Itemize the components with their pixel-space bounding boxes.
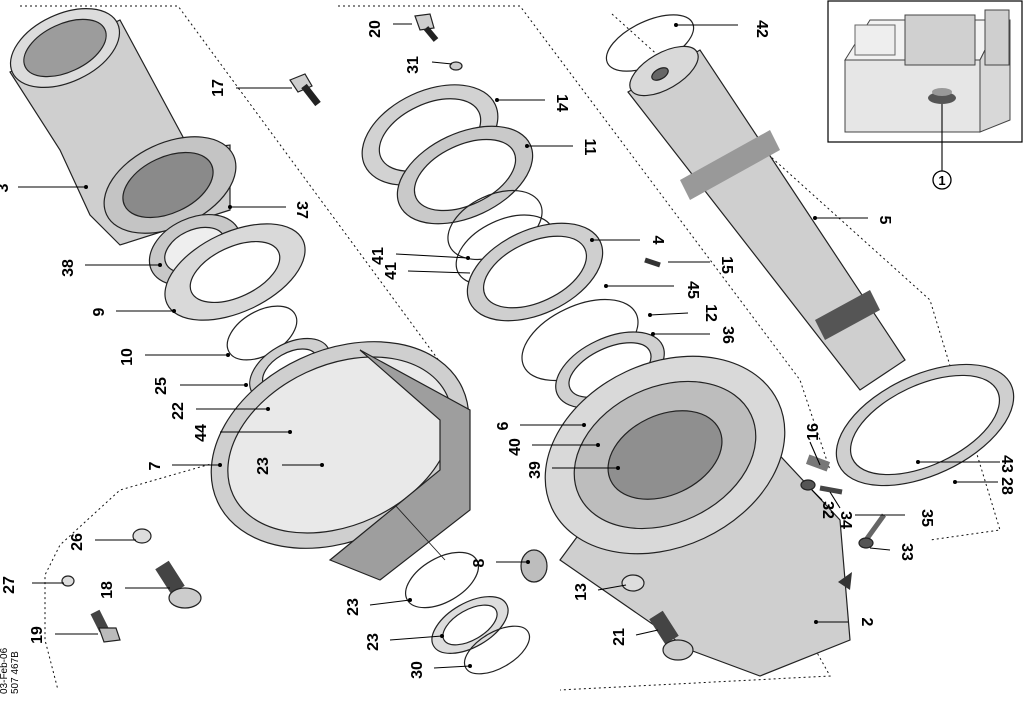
label-25: 25 xyxy=(153,377,170,395)
small-hardware xyxy=(61,454,887,675)
label-23-b: 23 xyxy=(345,598,362,616)
label-41-b: 41 xyxy=(383,262,400,280)
leader-lines xyxy=(18,23,1000,669)
inset-callout-label: 1 xyxy=(938,173,945,188)
label-28: 28 xyxy=(998,477,1015,495)
label-37: 37 xyxy=(293,201,310,219)
part-17-bolt xyxy=(289,73,321,107)
label-43: 43 xyxy=(998,455,1015,473)
label-17: 17 xyxy=(210,79,227,97)
part-20-bolt xyxy=(414,13,463,71)
label-5: 5 xyxy=(876,216,893,225)
label-23-a: 23 xyxy=(255,457,272,475)
label-26: 26 xyxy=(69,533,86,551)
stamp-date: 03-Feb-06 xyxy=(0,647,10,694)
ring-stack xyxy=(361,84,665,409)
label-32: 32 xyxy=(819,501,836,519)
label-20: 20 xyxy=(367,20,384,38)
label-19: 19 xyxy=(29,626,46,644)
part-2-housing xyxy=(544,355,852,677)
label-45: 45 xyxy=(684,281,701,299)
label-23-c: 23 xyxy=(365,633,382,651)
part-3-sleeve xyxy=(9,8,237,246)
label-42: 42 xyxy=(753,20,770,38)
label-12: 12 xyxy=(702,304,719,322)
label-4: 4 xyxy=(649,236,666,245)
label-33: 33 xyxy=(898,543,915,561)
part-43-28-ring xyxy=(835,363,1015,487)
label-16: 16 xyxy=(805,423,822,441)
label-9: 9 xyxy=(91,307,108,316)
label-44: 44 xyxy=(193,424,210,442)
label-21: 21 xyxy=(611,628,628,646)
inset-machine-view: 1 xyxy=(827,0,1023,190)
label-11: 11 xyxy=(581,139,598,156)
label-6: 6 xyxy=(495,421,512,430)
label-34: 34 xyxy=(837,511,854,529)
label-8: 8 xyxy=(471,558,488,567)
drawing-stamp: 03-Feb-06 507 467B xyxy=(0,647,21,694)
label-36: 36 xyxy=(719,326,736,344)
callout-labels: 20 42 31 17 14 11 3 37 38 41 41 4 15 5 9… xyxy=(0,20,1015,679)
label-35: 35 xyxy=(918,509,935,527)
stamp-code: 507 467B xyxy=(10,651,21,694)
label-14: 14 xyxy=(553,94,570,112)
label-10: 10 xyxy=(119,348,136,366)
part-9-flange xyxy=(164,223,306,321)
label-7: 7 xyxy=(147,461,164,470)
label-39: 39 xyxy=(527,461,544,479)
part-5-shaft xyxy=(605,14,906,391)
assembly-boundaries xyxy=(20,5,1001,691)
label-38: 38 xyxy=(60,259,77,277)
label-27: 27 xyxy=(1,576,18,594)
label-2: 2 xyxy=(858,618,875,627)
label-31: 31 xyxy=(405,56,422,74)
label-41-a: 41 xyxy=(370,247,387,265)
label-30: 30 xyxy=(409,661,426,679)
label-13: 13 xyxy=(573,583,590,601)
label-15: 15 xyxy=(718,256,735,274)
label-3: 3 xyxy=(0,183,12,192)
label-22: 22 xyxy=(170,402,187,420)
part-7-cover-wheel xyxy=(210,341,471,581)
label-18: 18 xyxy=(99,581,116,599)
label-40: 40 xyxy=(507,438,524,456)
